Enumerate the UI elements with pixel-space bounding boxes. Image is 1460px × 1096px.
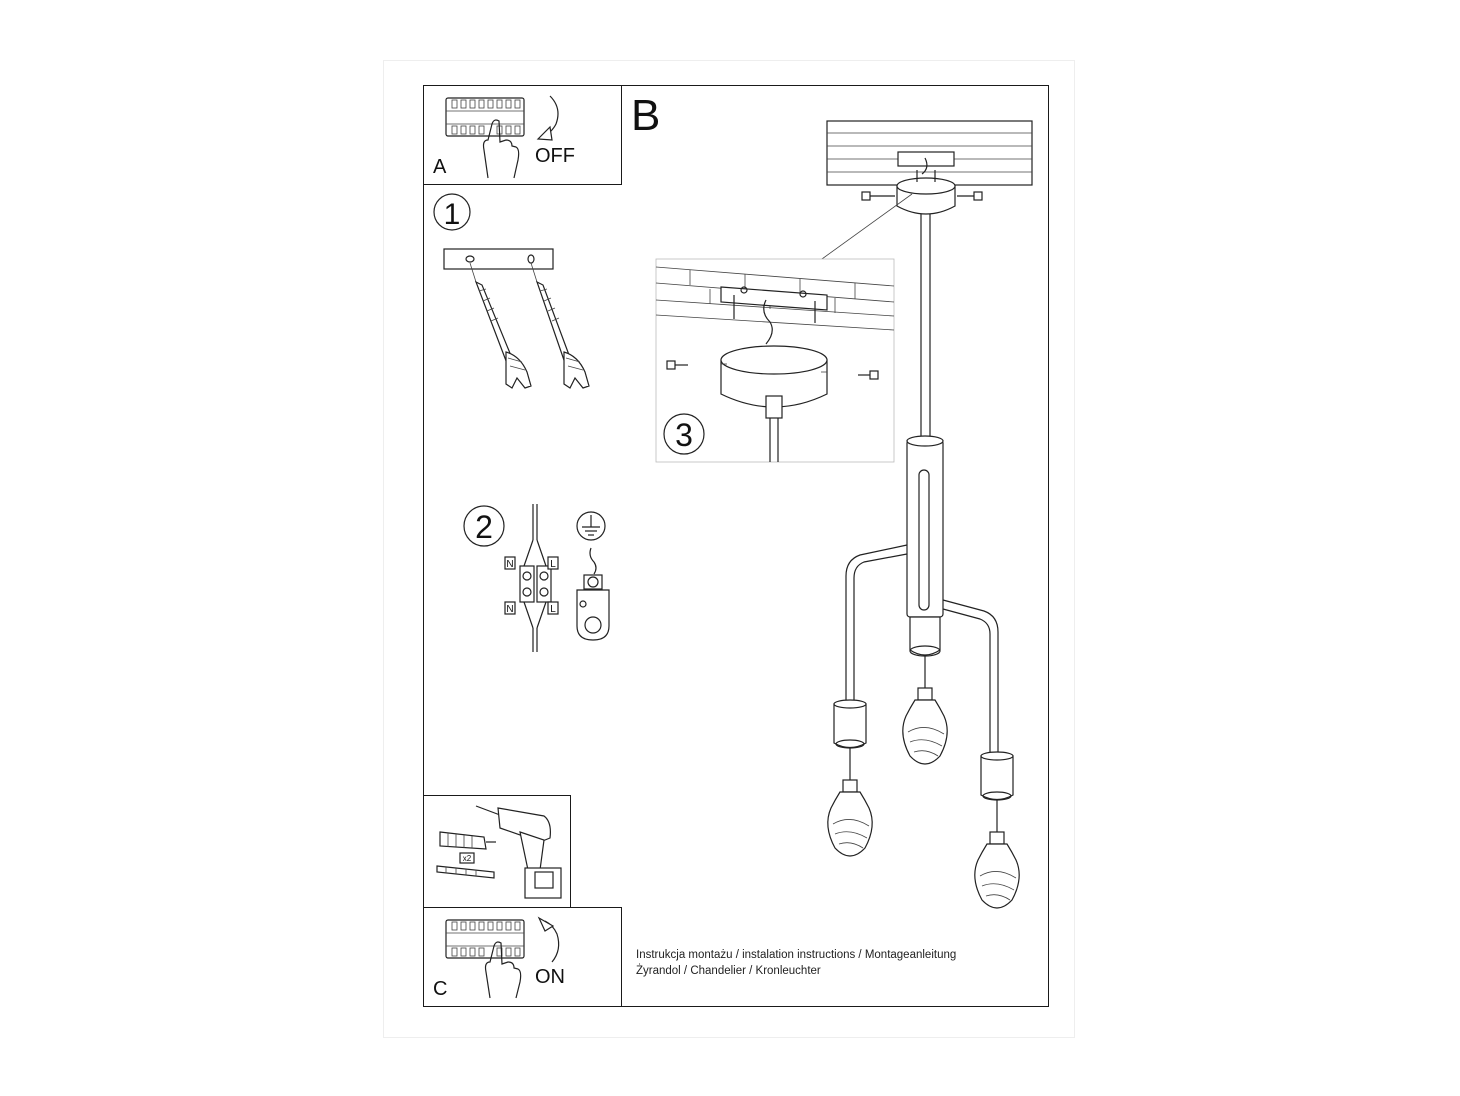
terminal-block-icon: [504, 504, 559, 652]
light-bulb-icon: [827, 748, 873, 857]
light-bulb-icon: [974, 800, 1020, 909]
step-1-number: 1: [444, 198, 461, 231]
screw-icon: [436, 865, 495, 879]
caption-line-1: Instrukcja montażu / instalation instruc…: [636, 949, 957, 961]
step-3-detail: [655, 258, 895, 463]
hand-icon: [484, 941, 522, 999]
panel-b-letter: B: [631, 91, 661, 140]
screw-icon: [469, 262, 532, 389]
wall-plug-icon: [439, 831, 496, 850]
panel-c-letter: C: [433, 978, 448, 1000]
breaker-switch-icon: [445, 919, 525, 959]
chandelier-body: [906, 214, 944, 657]
step-2-circle: [463, 505, 505, 547]
caption-line-2: Żyrandol / Chandelier / Kronleuchter: [636, 965, 821, 977]
screw-icon: [530, 262, 590, 389]
detail-leader-line: [814, 193, 913, 265]
step-1-circle: [433, 193, 471, 231]
live-label-top: L: [550, 559, 556, 570]
quantity-label: x2: [463, 854, 472, 863]
arm-left: [833, 544, 908, 749]
hand-icon: [482, 119, 520, 179]
switch-off-label: OFF: [535, 145, 575, 167]
panel-a-letter: A: [433, 156, 447, 178]
mounting-bracket: [443, 248, 554, 270]
switch-on-label: ON: [535, 966, 565, 988]
neutral-label-top: N: [506, 559, 513, 570]
arm-right: [942, 599, 1014, 801]
live-label-bottom: L: [550, 604, 556, 615]
neutral-label-bottom: N: [506, 604, 513, 615]
ceiling-plate: [826, 120, 1033, 186]
drill-icon: [475, 805, 562, 899]
earth-ground-icon: [576, 511, 610, 641]
quantity-badge: [459, 852, 475, 864]
light-bulb-icon: [902, 656, 948, 765]
canopy: [861, 170, 983, 215]
breaker-switch-icon: [445, 97, 525, 137]
step-3-number: 3: [675, 417, 693, 453]
step-2-number: 2: [475, 509, 493, 545]
step-3-circle: [663, 413, 705, 455]
diagram-frame: [423, 85, 1049, 1007]
